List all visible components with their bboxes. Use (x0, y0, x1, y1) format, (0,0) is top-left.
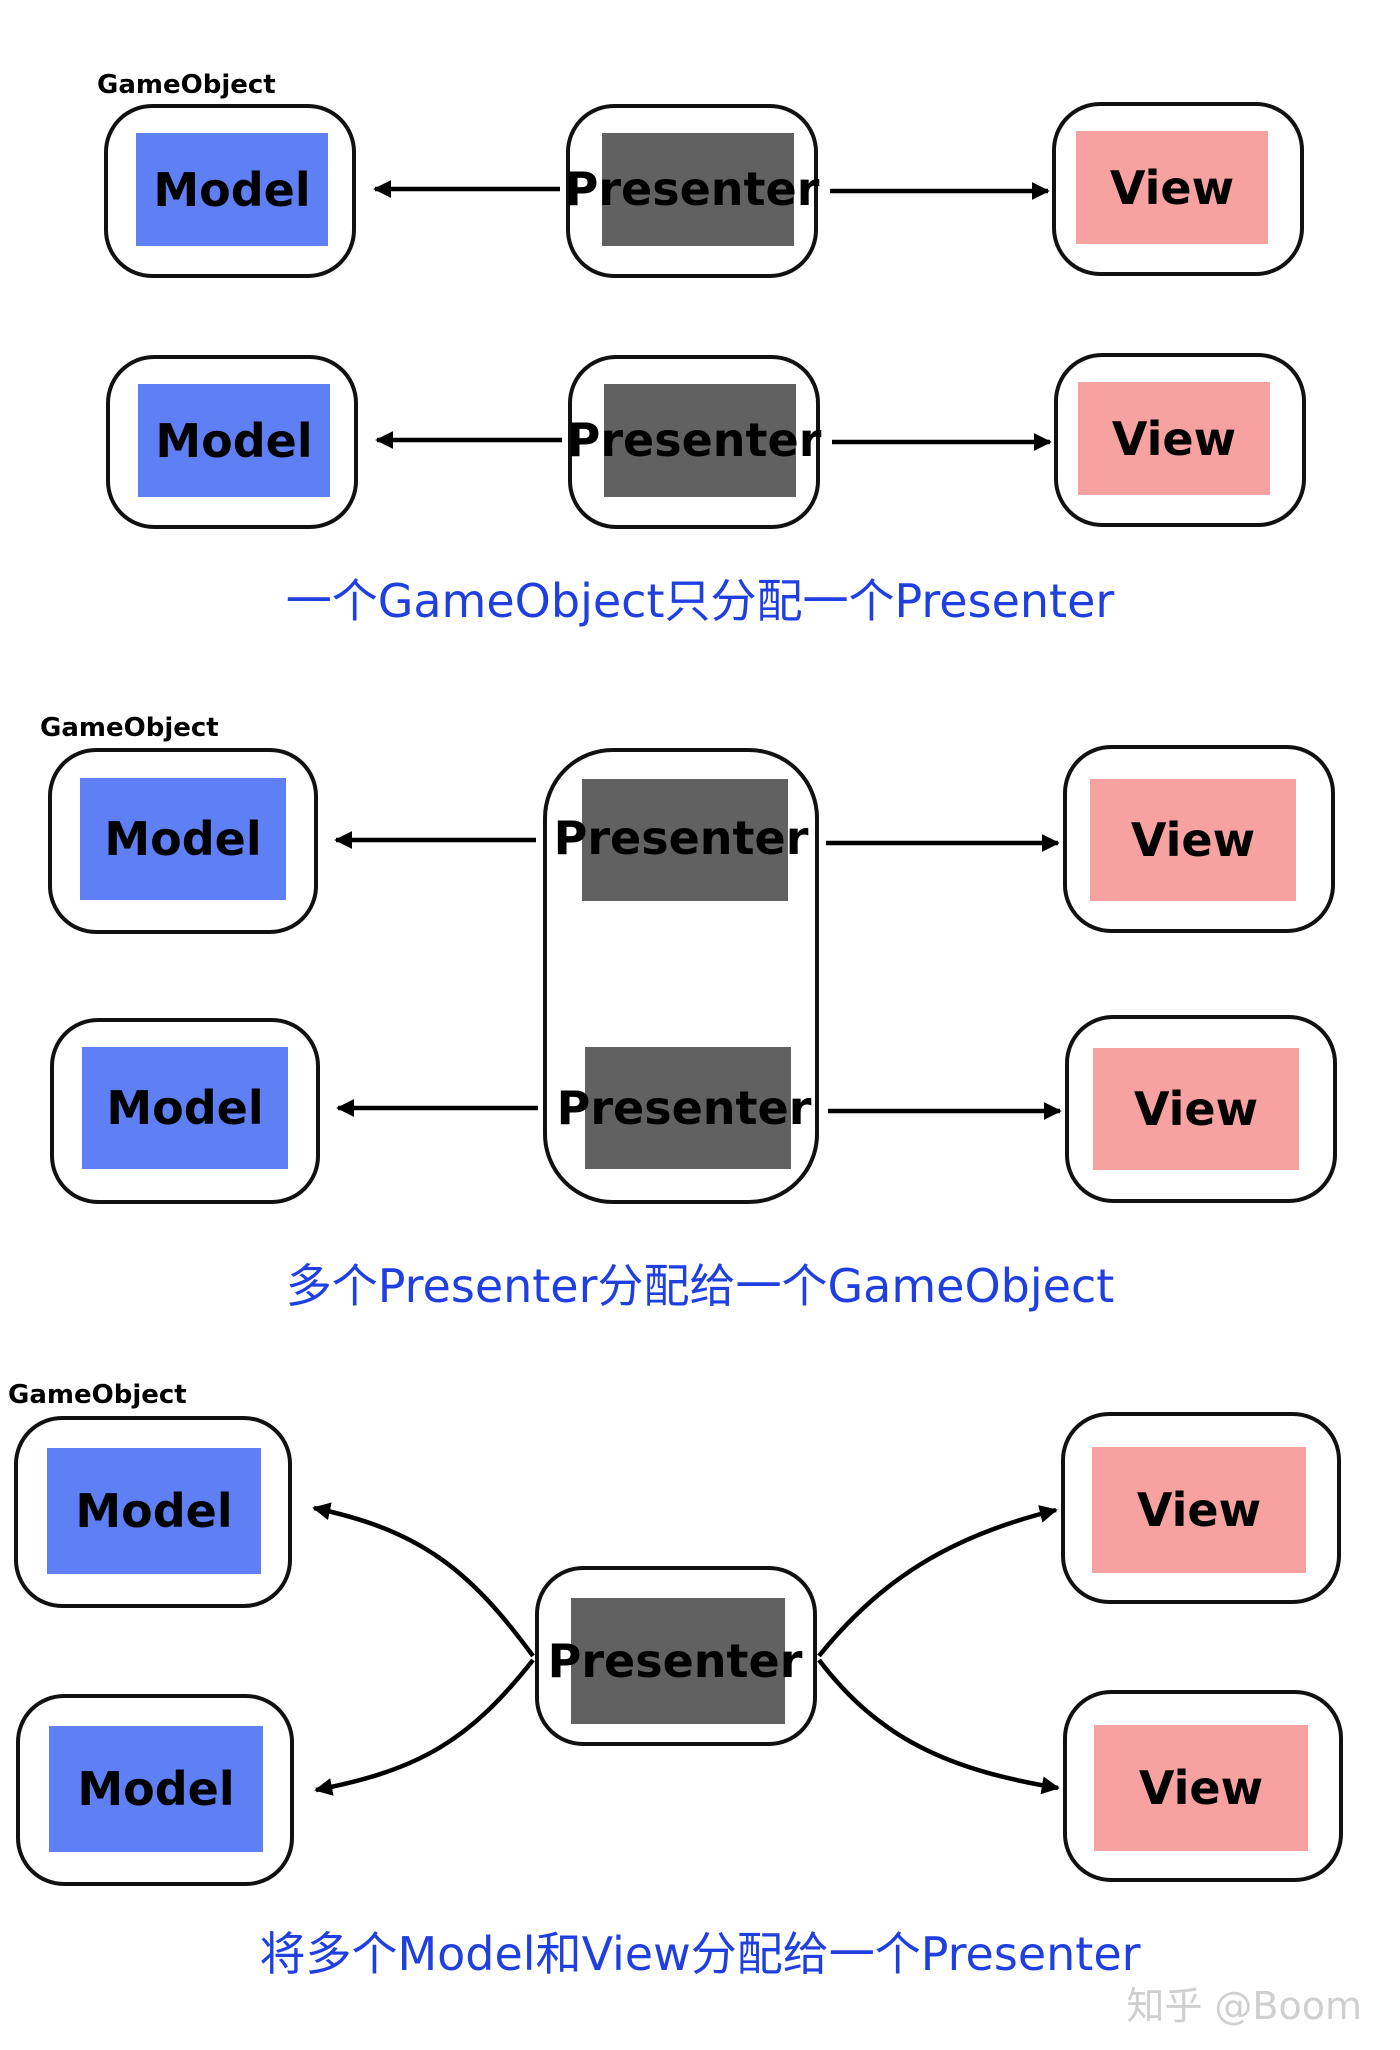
watermark: 知乎 @Boom (1126, 1984, 1362, 2028)
gameobject-label: GameObject (8, 1380, 187, 1410)
model-node: Model (49, 1726, 263, 1852)
presenter-label: Presenter (547, 1634, 803, 1688)
view-node: View (1090, 779, 1296, 901)
presenter-label: Presenter (564, 162, 820, 216)
model-node: Model (47, 1448, 261, 1574)
presenter-label: Presenter (556, 1081, 812, 1135)
view-node: View (1094, 1725, 1308, 1851)
caption: 多个Presenter分配给一个GameObject (285, 1259, 1115, 1313)
view-node: View (1076, 131, 1268, 244)
view-node: View (1078, 382, 1270, 495)
model-node: Model (82, 1047, 288, 1169)
gameobject-label: GameObject (97, 70, 276, 100)
presenter-node (571, 1598, 785, 1724)
presenter-node (604, 384, 796, 497)
presenter-node (582, 779, 788, 901)
gameobject-label: GameObject (40, 713, 219, 743)
caption: 一个GameObject只分配一个Presenter (285, 574, 1115, 628)
view-node: View (1092, 1447, 1306, 1573)
arrow-presenter-to-view (817, 1658, 1060, 1795)
model-node: Model (138, 384, 330, 497)
model-node: Model (136, 133, 328, 246)
model-node: Model (80, 778, 286, 900)
arrow-presenter-to-view (817, 1505, 1058, 1658)
presenter-label: Presenter (566, 413, 822, 467)
arrow-presenter-to-model (314, 1658, 535, 1796)
presenter-node (585, 1047, 791, 1169)
presenter-node (602, 133, 794, 246)
view-node: View (1093, 1048, 1299, 1170)
arrow-presenter-to-model (312, 1502, 535, 1658)
caption: 将多个Model和View分配给一个Presenter (259, 1927, 1141, 1981)
presenter-label: Presenter (553, 811, 809, 865)
